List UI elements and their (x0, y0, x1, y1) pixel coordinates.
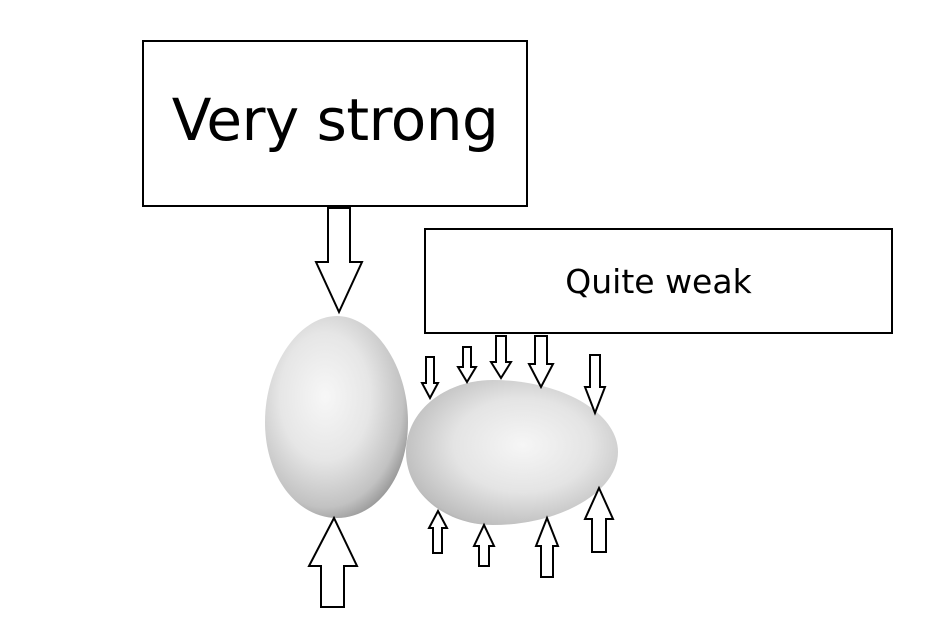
small-arrow-up-icon (427, 508, 449, 554)
egg-lying (406, 380, 618, 525)
quite-weak-label: Quite weak (565, 261, 752, 301)
small-arrow-up-icon (534, 515, 560, 578)
small-arrow-down-icon (456, 346, 478, 384)
quite-weak-label-box: Quite weak (424, 228, 893, 334)
egg-upright (265, 316, 408, 518)
big-arrow-down-icon (314, 207, 364, 315)
small-arrow-up-icon (472, 522, 496, 567)
small-arrow-down-icon (489, 335, 513, 380)
very-strong-label-box: Very strong (142, 40, 528, 207)
big-arrow-up-icon (307, 515, 359, 608)
small-arrow-down-icon (583, 354, 607, 416)
small-arrow-up-icon (583, 485, 615, 553)
small-arrow-down-icon (527, 335, 555, 390)
small-arrow-down-icon (420, 356, 440, 401)
very-strong-label: Very strong (171, 85, 499, 154)
